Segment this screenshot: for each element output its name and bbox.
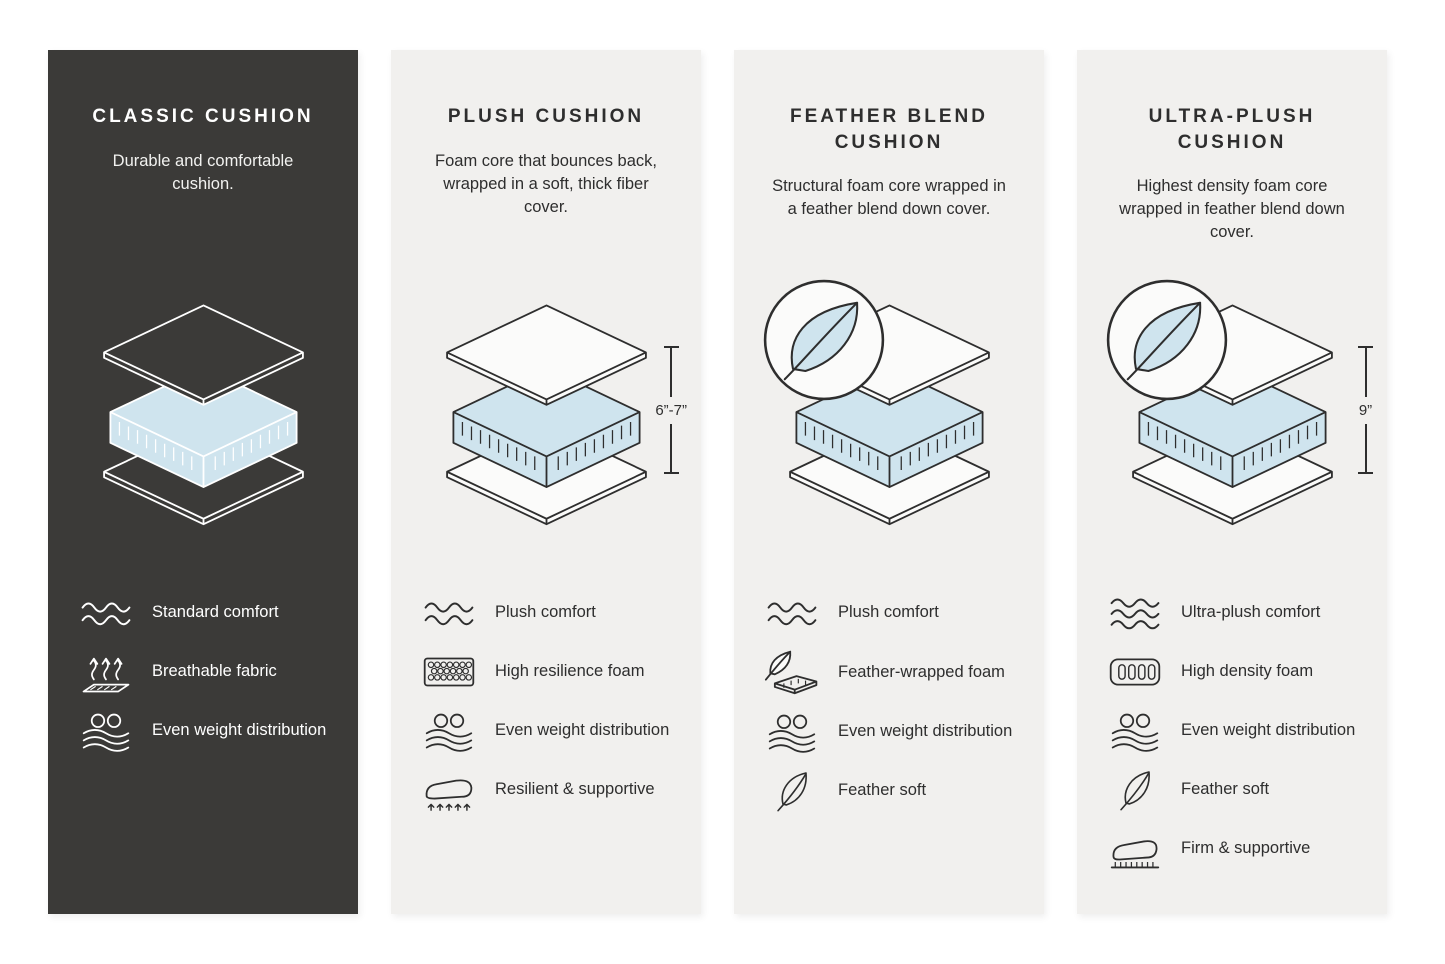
measure-line (670, 423, 673, 472)
measure-cap-bottom (663, 472, 679, 474)
feature-label: Feather soft (1181, 780, 1270, 799)
feature-label: High density foam (1181, 662, 1314, 681)
feature-even-weight: Even weight distribution (76, 708, 330, 754)
card-description: Foam core that bounces back, wrapped in … (435, 151, 657, 216)
card-ultra-plush-cushion: ULTRA-PLUSH CUSHION Highest density foam… (1077, 50, 1387, 914)
feature-label: Feather-wrapped foam (838, 662, 1005, 681)
measure-cap-bottom (1358, 472, 1373, 474)
feature-even-weight: Even weight distribution (762, 709, 1016, 755)
feature-plush-comfort: Plush comfort (419, 590, 673, 636)
card-description: Highest density foam core wrapped in fea… (1119, 177, 1345, 242)
card-header: ULTRA-PLUSH CUSHION Highest density foam… (1105, 104, 1359, 294)
card-title: FEATHER BLEND CUSHION (789, 106, 989, 153)
cushion-diagram: 9” (1105, 300, 1373, 540)
even-weight-icon (76, 711, 136, 752)
feature-label: Feather soft (838, 781, 927, 800)
measure-line (1364, 423, 1367, 472)
triple-waves-icon (1105, 593, 1165, 633)
waves-icon (419, 593, 479, 633)
feature-label: Resilient & supportive (495, 780, 655, 799)
feather-icon (762, 768, 822, 814)
feature-label: Firm & supportive (1181, 839, 1311, 858)
feather-badge-icon (1105, 278, 1229, 402)
height-measurement: 9” (1358, 346, 1373, 474)
feature-list: Ultra-plush comfort High density foam Ev… (1105, 590, 1359, 872)
even-weight-icon (762, 712, 822, 753)
feature-plush-comfort: Plush comfort (762, 590, 1016, 636)
resilient-supportive-icon (419, 769, 479, 812)
feature-resilient-supportive: Resilient & supportive (419, 767, 673, 813)
cushion-diagram (762, 300, 1016, 540)
waves-icon (76, 593, 136, 633)
feature-high-density-foam: High density foam (1105, 649, 1359, 695)
feature-label: Even weight distribution (1181, 721, 1356, 740)
cushion-layers-icon (86, 300, 321, 526)
feature-list: Plush comfort Feather-wrapped foam Even … (762, 590, 1016, 814)
card-title: CLASSIC CUSHION (92, 106, 314, 127)
card-title: PLUSH CUSHION (447, 106, 645, 127)
card-header: CLASSIC CUSHION Durable and comfortable … (76, 104, 330, 294)
measure-line (1364, 348, 1367, 397)
card-description: Durable and comfortable cushion. (112, 151, 294, 193)
card-feather-blend-cushion: FEATHER BLEND CUSHION Structural foam co… (734, 50, 1044, 914)
firm-supportive-icon (1105, 828, 1165, 871)
card-header: FEATHER BLEND CUSHION Structural foam co… (762, 104, 1016, 294)
feature-even-weight: Even weight distribution (419, 708, 673, 754)
waves-icon (762, 593, 822, 633)
feature-list: Plush comfort High resilience foam Even … (419, 590, 673, 813)
honeycomb-foam-icon (419, 654, 479, 690)
cushion-diagram: 6”-7” (419, 300, 687, 540)
feature-breathable-fabric: Breathable fabric (76, 649, 330, 695)
card-header: PLUSH CUSHION Foam core that bounces bac… (419, 104, 673, 294)
height-measurement: 6”-7” (655, 346, 687, 474)
feature-label: Even weight distribution (152, 721, 327, 740)
card-classic-cushion: CLASSIC CUSHION Durable and comfortable … (48, 50, 358, 914)
feature-firm-supportive: Firm & supportive (1105, 826, 1359, 872)
measure-cap-top (1358, 346, 1373, 348)
even-weight-icon (1105, 711, 1165, 752)
cushion-diagram (76, 300, 330, 540)
breathable-fabric-icon (76, 650, 136, 695)
feature-list: Standard comfort Breathable fabric Even … (76, 590, 330, 754)
feather-wrapped-foam-icon (762, 649, 822, 696)
card-plush-cushion: PLUSH CUSHION Foam core that bounces bac… (391, 50, 701, 914)
feather-icon (1105, 767, 1165, 813)
even-weight-icon (419, 711, 479, 752)
card-title: ULTRA-PLUSH CUSHION (1148, 106, 1316, 153)
feature-standard-comfort: Standard comfort (76, 590, 330, 636)
feather-badge-icon (762, 278, 886, 402)
feature-label: Standard comfort (152, 603, 279, 622)
feature-feather-soft: Feather soft (762, 768, 1016, 814)
measure-cap-top (663, 346, 679, 348)
feature-feather-soft: Feather soft (1105, 767, 1359, 813)
feature-label: Even weight distribution (495, 721, 670, 740)
measure-line (670, 348, 673, 397)
cushion-layers-icon (429, 300, 664, 526)
feature-label: Breathable fabric (152, 662, 277, 681)
high-density-foam-icon (1105, 654, 1165, 690)
feature-label: Even weight distribution (838, 722, 1013, 741)
feature-label: Ultra-plush comfort (1181, 603, 1321, 622)
feature-label: High resilience foam (495, 662, 645, 681)
feature-label: Plush comfort (495, 603, 596, 622)
feature-ultra-plush-comfort: Ultra-plush comfort (1105, 590, 1359, 636)
measure-value: 9” (1358, 401, 1373, 419)
card-description: Structural foam core wrapped in a feathe… (772, 177, 1006, 219)
feature-feather-wrapped-foam: Feather-wrapped foam (762, 649, 1016, 696)
measure-value: 6”-7” (655, 401, 687, 419)
feature-label: Plush comfort (838, 603, 939, 622)
feature-even-weight: Even weight distribution (1105, 708, 1359, 754)
feature-high-resilience-foam: High resilience foam (419, 649, 673, 695)
